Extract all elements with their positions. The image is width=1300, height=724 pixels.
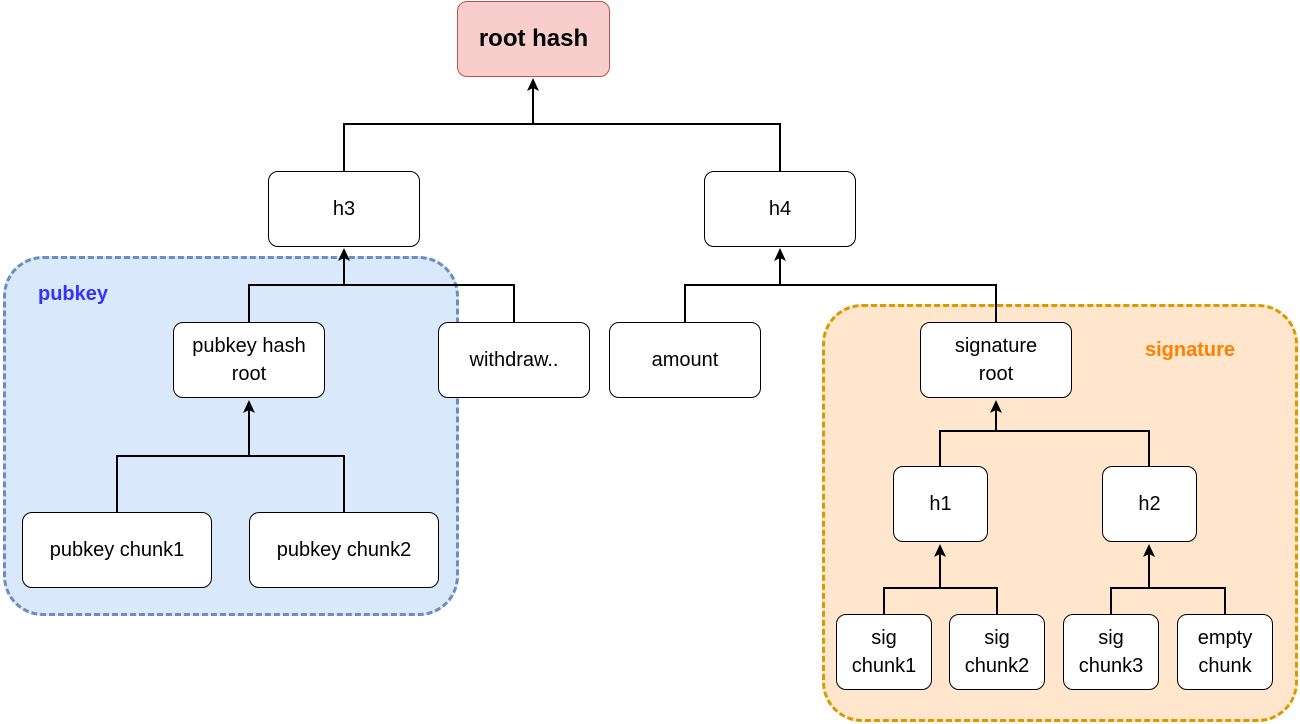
- root-hash-node: root hash: [457, 1, 610, 77]
- edge-sig-chunk3-to-h2: [1110, 550, 1150, 614]
- arrowhead-pubkey-hash-root: [243, 400, 255, 413]
- empty-chunk-node: empty chunk: [1177, 614, 1273, 690]
- edge-amount-to-h4: [684, 254, 781, 322]
- sig-chunk2-node: sig chunk2: [949, 614, 1045, 690]
- arrowhead-h2: [1143, 544, 1155, 557]
- withdraw-node: withdraw..: [438, 322, 590, 398]
- sig-chunk1-node: sig chunk1: [836, 614, 932, 690]
- edge-withdraw-to-h3: [344, 284, 515, 322]
- edge-sig-chunk2-to-h1: [940, 587, 998, 614]
- arrowhead-root: [527, 78, 539, 91]
- signature-group-label: signature: [1145, 339, 1236, 361]
- h3-node: h3: [268, 171, 420, 247]
- edge-h1-to-signature-root: [939, 406, 997, 466]
- arrowhead-h4: [774, 248, 786, 261]
- h4-node: h4: [704, 171, 856, 247]
- edge-empty-chunk-to-h2: [1149, 587, 1226, 614]
- amount-node: amount: [609, 322, 761, 398]
- pubkey-hash-root-node: pubkey hash root: [173, 322, 325, 398]
- edge-pubkey-chunk2-to-hash-root: [249, 455, 345, 512]
- edge-signature-root-to-h4: [780, 284, 997, 322]
- pubkey-chunk2-node: pubkey chunk2: [249, 512, 439, 588]
- edge-h3-to-root: [343, 84, 534, 171]
- arrowhead-signature-root: [990, 400, 1002, 413]
- arrowhead-h1: [934, 544, 946, 557]
- sig-chunk3-node: sig chunk3: [1063, 614, 1159, 690]
- pubkey-chunk1-node: pubkey chunk1: [22, 512, 212, 588]
- pubkey-group-label: pubkey: [38, 283, 109, 305]
- arrowhead-h3: [338, 248, 350, 261]
- edge-pubkey-chunk1-to-hash-root: [116, 406, 250, 512]
- h2-node: h2: [1102, 466, 1197, 542]
- h1-node: h1: [893, 466, 988, 542]
- edge-h2-to-signature-root: [996, 430, 1150, 466]
- signature-root-node: signature root: [920, 322, 1072, 398]
- edge-sig-chunk1-to-h1: [883, 550, 941, 614]
- edge-pubkey-hash-root-to-h3: [248, 254, 345, 322]
- edge-h4-to-root: [533, 123, 781, 171]
